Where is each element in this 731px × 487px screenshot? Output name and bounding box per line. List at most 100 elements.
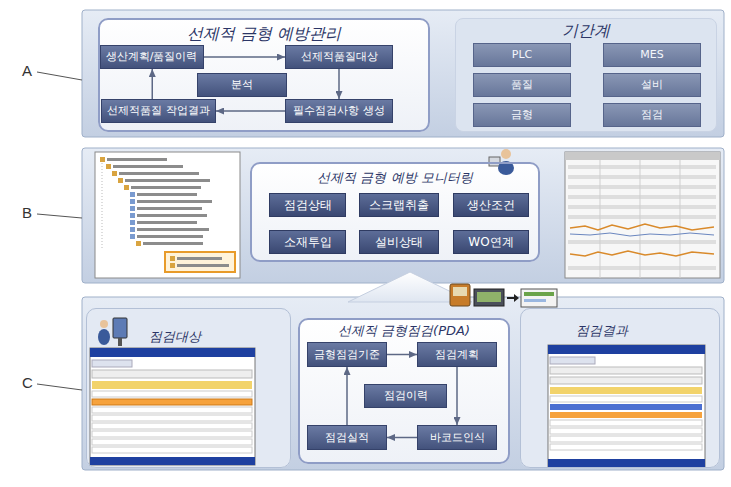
pda-screenshot [548, 345, 705, 467]
leader-line [37, 384, 82, 390]
table-row [550, 412, 702, 418]
box-label: 바코드인식 [430, 431, 485, 444]
tree-icon [130, 220, 135, 225]
tree-icon [130, 206, 135, 211]
box-label: 선제적품질대상 [301, 50, 378, 63]
screen-frame [90, 348, 255, 465]
process-box: 점검이력 [364, 384, 447, 408]
table-row [550, 444, 702, 450]
process-box: 선제적품질대상 [285, 45, 393, 69]
table-row [92, 439, 252, 445]
monitor-item: 점검상태 [269, 193, 346, 217]
box-label: 생산조건 [467, 198, 515, 212]
grid-row [568, 266, 716, 270]
process-box: 분석 [197, 73, 287, 97]
tree-icon [118, 178, 123, 183]
table-row [92, 391, 252, 397]
box-label: 설비상태 [375, 235, 423, 249]
box-label: 선제적품질 작업결과 [107, 104, 210, 117]
system-box: PLC [473, 43, 571, 67]
grid-screenshot [565, 152, 720, 278]
device-icons [450, 284, 557, 307]
box-label: 설비 [641, 78, 663, 91]
small-arrow [507, 294, 519, 302]
head-shape [100, 320, 108, 328]
tree-row [119, 172, 199, 175]
band [82, 297, 724, 470]
pda-screen [453, 287, 467, 296]
reader-screen [477, 292, 501, 302]
tree-row [113, 165, 183, 168]
module-box: 생산계획/품질이력 선제적품질대상분석선제적품질 작업결과 필수점검사항 생성 선제적… [98, 18, 430, 132]
screen-thumb [521, 289, 557, 307]
process-box: 금형점검기준 [307, 342, 387, 367]
trend-line [570, 251, 714, 256]
process-box: 점검실적 [307, 425, 387, 450]
trend-line [570, 224, 714, 230]
system-box: 점검 [603, 103, 701, 127]
box-fill [298, 318, 510, 464]
leader-line [37, 214, 82, 218]
screen-panel: 점검결과 [520, 308, 720, 468]
tree-icon [130, 199, 135, 204]
tree-icon [106, 164, 111, 169]
system-box: 품질 [473, 73, 571, 97]
system-box: 설비 [603, 73, 701, 97]
process-box: 선제적품질 작업결과 [101, 99, 216, 123]
monitor-item: 설비상태 [359, 230, 439, 254]
panel-ground [520, 308, 720, 468]
module-box: 금형점검기준점검계획점검이력바코드인식점검실적선제적 금형점검(PDA) [298, 318, 510, 464]
tree-row [137, 193, 197, 196]
grid-row [568, 165, 716, 169]
tree-row [131, 186, 201, 189]
box-label: 점검실적 [325, 431, 369, 444]
box-label: MES [640, 48, 663, 61]
box-label: 필수점검사항 생성 [293, 104, 385, 117]
trend-line [570, 233, 714, 236]
group-title: 기간계 [456, 21, 716, 40]
highlight-box [165, 252, 235, 272]
panel-ground [86, 308, 291, 468]
flow-arrow [387, 437, 417, 439]
table-row [550, 404, 702, 410]
process-box: 생산계획/품질이력 [100, 45, 204, 69]
screen-panel: 점검대상 [86, 308, 291, 468]
pda-screenshot [90, 348, 255, 465]
tree-icon [170, 256, 175, 261]
module-box: 점검상태스크랩취출생산조건소재투입설비상태WO연계선제적 금형 예방 모니터링 [250, 162, 540, 262]
box-fill [250, 162, 540, 262]
box-label: PLC [512, 48, 532, 61]
tree-icon [130, 234, 135, 239]
module-title: 선제적 금형 예방관리 [100, 24, 428, 43]
monitor-item: 스크랩취출 [359, 193, 439, 217]
tree-screenshot [95, 152, 240, 278]
tab [550, 357, 595, 364]
table-row [92, 447, 252, 453]
screen-frame [95, 152, 240, 278]
flow-arrow [152, 69, 154, 99]
process-box: 점검계획 [417, 342, 497, 367]
grid-row [568, 205, 716, 209]
band [82, 148, 724, 283]
box-label: 점검상태 [284, 198, 332, 212]
tree-icon [112, 171, 117, 176]
tree-row [143, 242, 203, 245]
monitor-item: WO연계 [453, 230, 529, 254]
flow-arrow [216, 110, 285, 112]
module-title: 선제적 금형 예방 모니터링 [252, 170, 538, 186]
box-label: 생산계획/품질이력 [106, 50, 198, 63]
grid-row [568, 215, 716, 219]
screen-thumb-bar [524, 299, 546, 302]
box-label: 금형점검기준 [314, 348, 380, 361]
pda-device [450, 284, 470, 306]
tree-row [125, 179, 210, 182]
tree-icon [130, 192, 135, 197]
box-label: WO연계 [468, 235, 513, 249]
tree-icon [130, 213, 135, 218]
task-bar [90, 457, 255, 465]
system-group: PLCMES품질설비금형점검기간계 [455, 18, 717, 132]
band-letter: A [22, 62, 32, 79]
reader-device [474, 289, 504, 306]
box-label: 스크랩취출 [369, 198, 429, 212]
table-header [550, 387, 702, 394]
